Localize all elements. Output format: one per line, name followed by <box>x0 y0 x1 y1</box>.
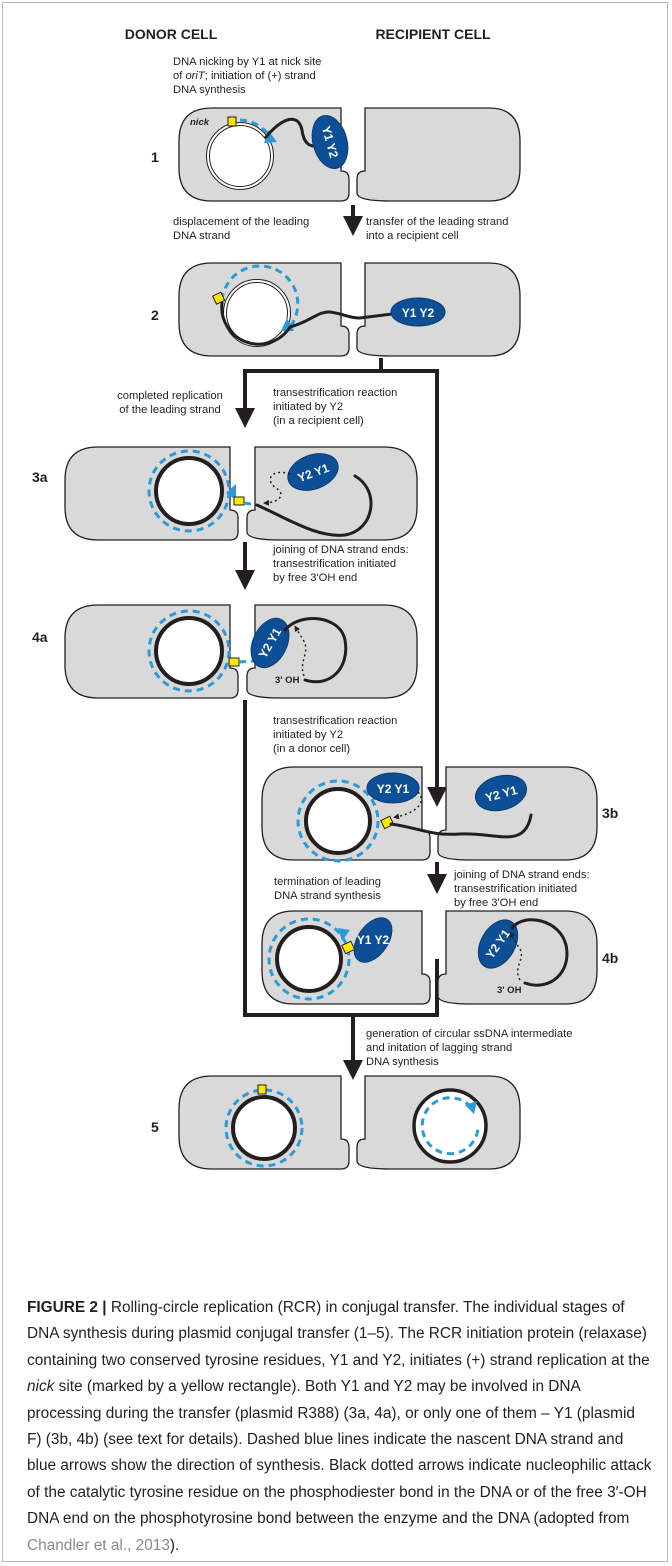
donor-cell-header: DONOR CELL <box>125 26 218 42</box>
caption-text-part2: site (marked by a yellow rectangle). Bot… <box>27 1378 652 1528</box>
caption-reference-link[interactable]: Chandler et al., 2013 <box>27 1536 170 1554</box>
annotation-stage4a-line3: by free 3'OH end <box>273 572 357 584</box>
stage-5-plasmids <box>224 1084 488 1168</box>
annotation-stage2-left-line1: displacement of the leading <box>173 216 309 228</box>
stage-1-plasmid: nick Y1 Y2 <box>190 115 349 190</box>
enzyme-y2y1-stage3b-donor: Y2 Y1 <box>377 782 410 796</box>
flow-arrow-2-3b <box>381 369 447 807</box>
stage-label-5: 5 <box>151 1119 159 1135</box>
annotation-stage2-right-line2: into a recipient cell <box>366 230 459 242</box>
stage-2-plasmid: Y1 Y2 <box>212 264 446 347</box>
stage-4a-cells <box>64 604 418 699</box>
stage-3a-plasmid: Y2 Y1 <box>147 449 373 537</box>
annotation-stage3b-line3: (in a donor cell) <box>273 743 350 755</box>
stage-label-3b: 3b <box>602 805 618 821</box>
annotation-stage4b-left-line1: termination of leading <box>274 876 381 888</box>
annotation-stage4a-line1: joining of DNA strand ends: <box>272 544 409 556</box>
flow-line-4a-5 <box>243 700 439 1017</box>
annotation-stage1-line1: DNA nicking by Y1 at nick site <box>173 56 321 68</box>
stage-label-2: 2 <box>151 307 159 323</box>
rcr-diagram: DONOR CELL RECIPIENT CELL DNA nicking by… <box>32 26 618 1170</box>
annotation-stage3a-right-line1: transestrification reaction <box>273 387 397 399</box>
annotation-stage3b-line1: transestrification reaction <box>273 715 397 727</box>
annotation-stage4b-right-line2: transestrification initiated <box>454 883 577 895</box>
stage-4a-plasmid: Y2 Y1 3' OH <box>147 609 348 693</box>
annotation-stage4b-right-line3: by free 3'OH end <box>454 897 538 909</box>
annotation-stage5-line1: generation of circular ssDNA intermediat… <box>366 1028 572 1040</box>
annotation-stage4a-line2: transestrification initiated <box>273 558 396 570</box>
caption-figure-label: FIGURE 2 | <box>27 1299 107 1316</box>
annotation-stage4b-right-line1: joining of DNA strand ends: <box>453 869 590 881</box>
stage-4b-plasmid: Y1 Y2 Y2 Y1 3' OH <box>267 917 569 1001</box>
caption-text-part3: ). <box>169 1536 180 1554</box>
stage-label-4a: 4a <box>32 629 48 645</box>
annotation-stage3b-line2: initiated by Y2 <box>273 729 343 741</box>
nick-label: nick <box>190 117 210 128</box>
enzyme-y1y2-stage2: Y1 Y2 <box>402 306 435 320</box>
recipient-cell-header: RECIPIENT CELL <box>375 26 491 42</box>
annotation-stage3a-right-line2: initiated by Y2 <box>273 401 343 413</box>
flow-arrow-2-3a <box>235 358 383 428</box>
annotation-stage3a-left-line1: completed replication <box>117 390 223 402</box>
annotation-stage4b-left-line2: DNA strand synthesis <box>274 890 381 902</box>
oh-label-stage4a: 3' OH <box>275 675 300 686</box>
caption-nick-term: nick <box>27 1378 55 1396</box>
caption-text-part1: Rolling-circle replication (RCR) in conj… <box>27 1299 650 1369</box>
annotation-stage3a-right-line3: (in a recipient cell) <box>273 415 364 427</box>
annotation-stage2-right-line1: transfer of the leading strand <box>366 216 508 228</box>
enzyme-y1y2-stage4b: Y1 Y2 <box>357 933 390 947</box>
stage-label-4b: 4b <box>602 950 618 966</box>
annotation-stage1-line2: of oriT; initiation of (+) strand <box>173 70 316 82</box>
oh-label-stage4b: 3' OH <box>497 985 522 996</box>
stage-label-3a: 3a <box>32 469 48 485</box>
figure-caption: FIGURE 2 | Rolling-circle replication (R… <box>27 1295 652 1559</box>
annotation-stage5-line2: and initation of lagging strand <box>366 1042 512 1054</box>
annotation-stage3a-left-line2: of the leading strand <box>119 404 220 416</box>
stage-label-1: 1 <box>151 149 159 165</box>
annotation-stage2-left-line2: DNA strand <box>173 230 230 242</box>
annotation-stage5-line3: DNA synthesis <box>366 1056 439 1068</box>
stage-3b-plasmid: Y2 Y1 Y2 Y1 <box>296 772 533 863</box>
annotation-stage1-line3: DNA synthesis <box>173 84 246 96</box>
